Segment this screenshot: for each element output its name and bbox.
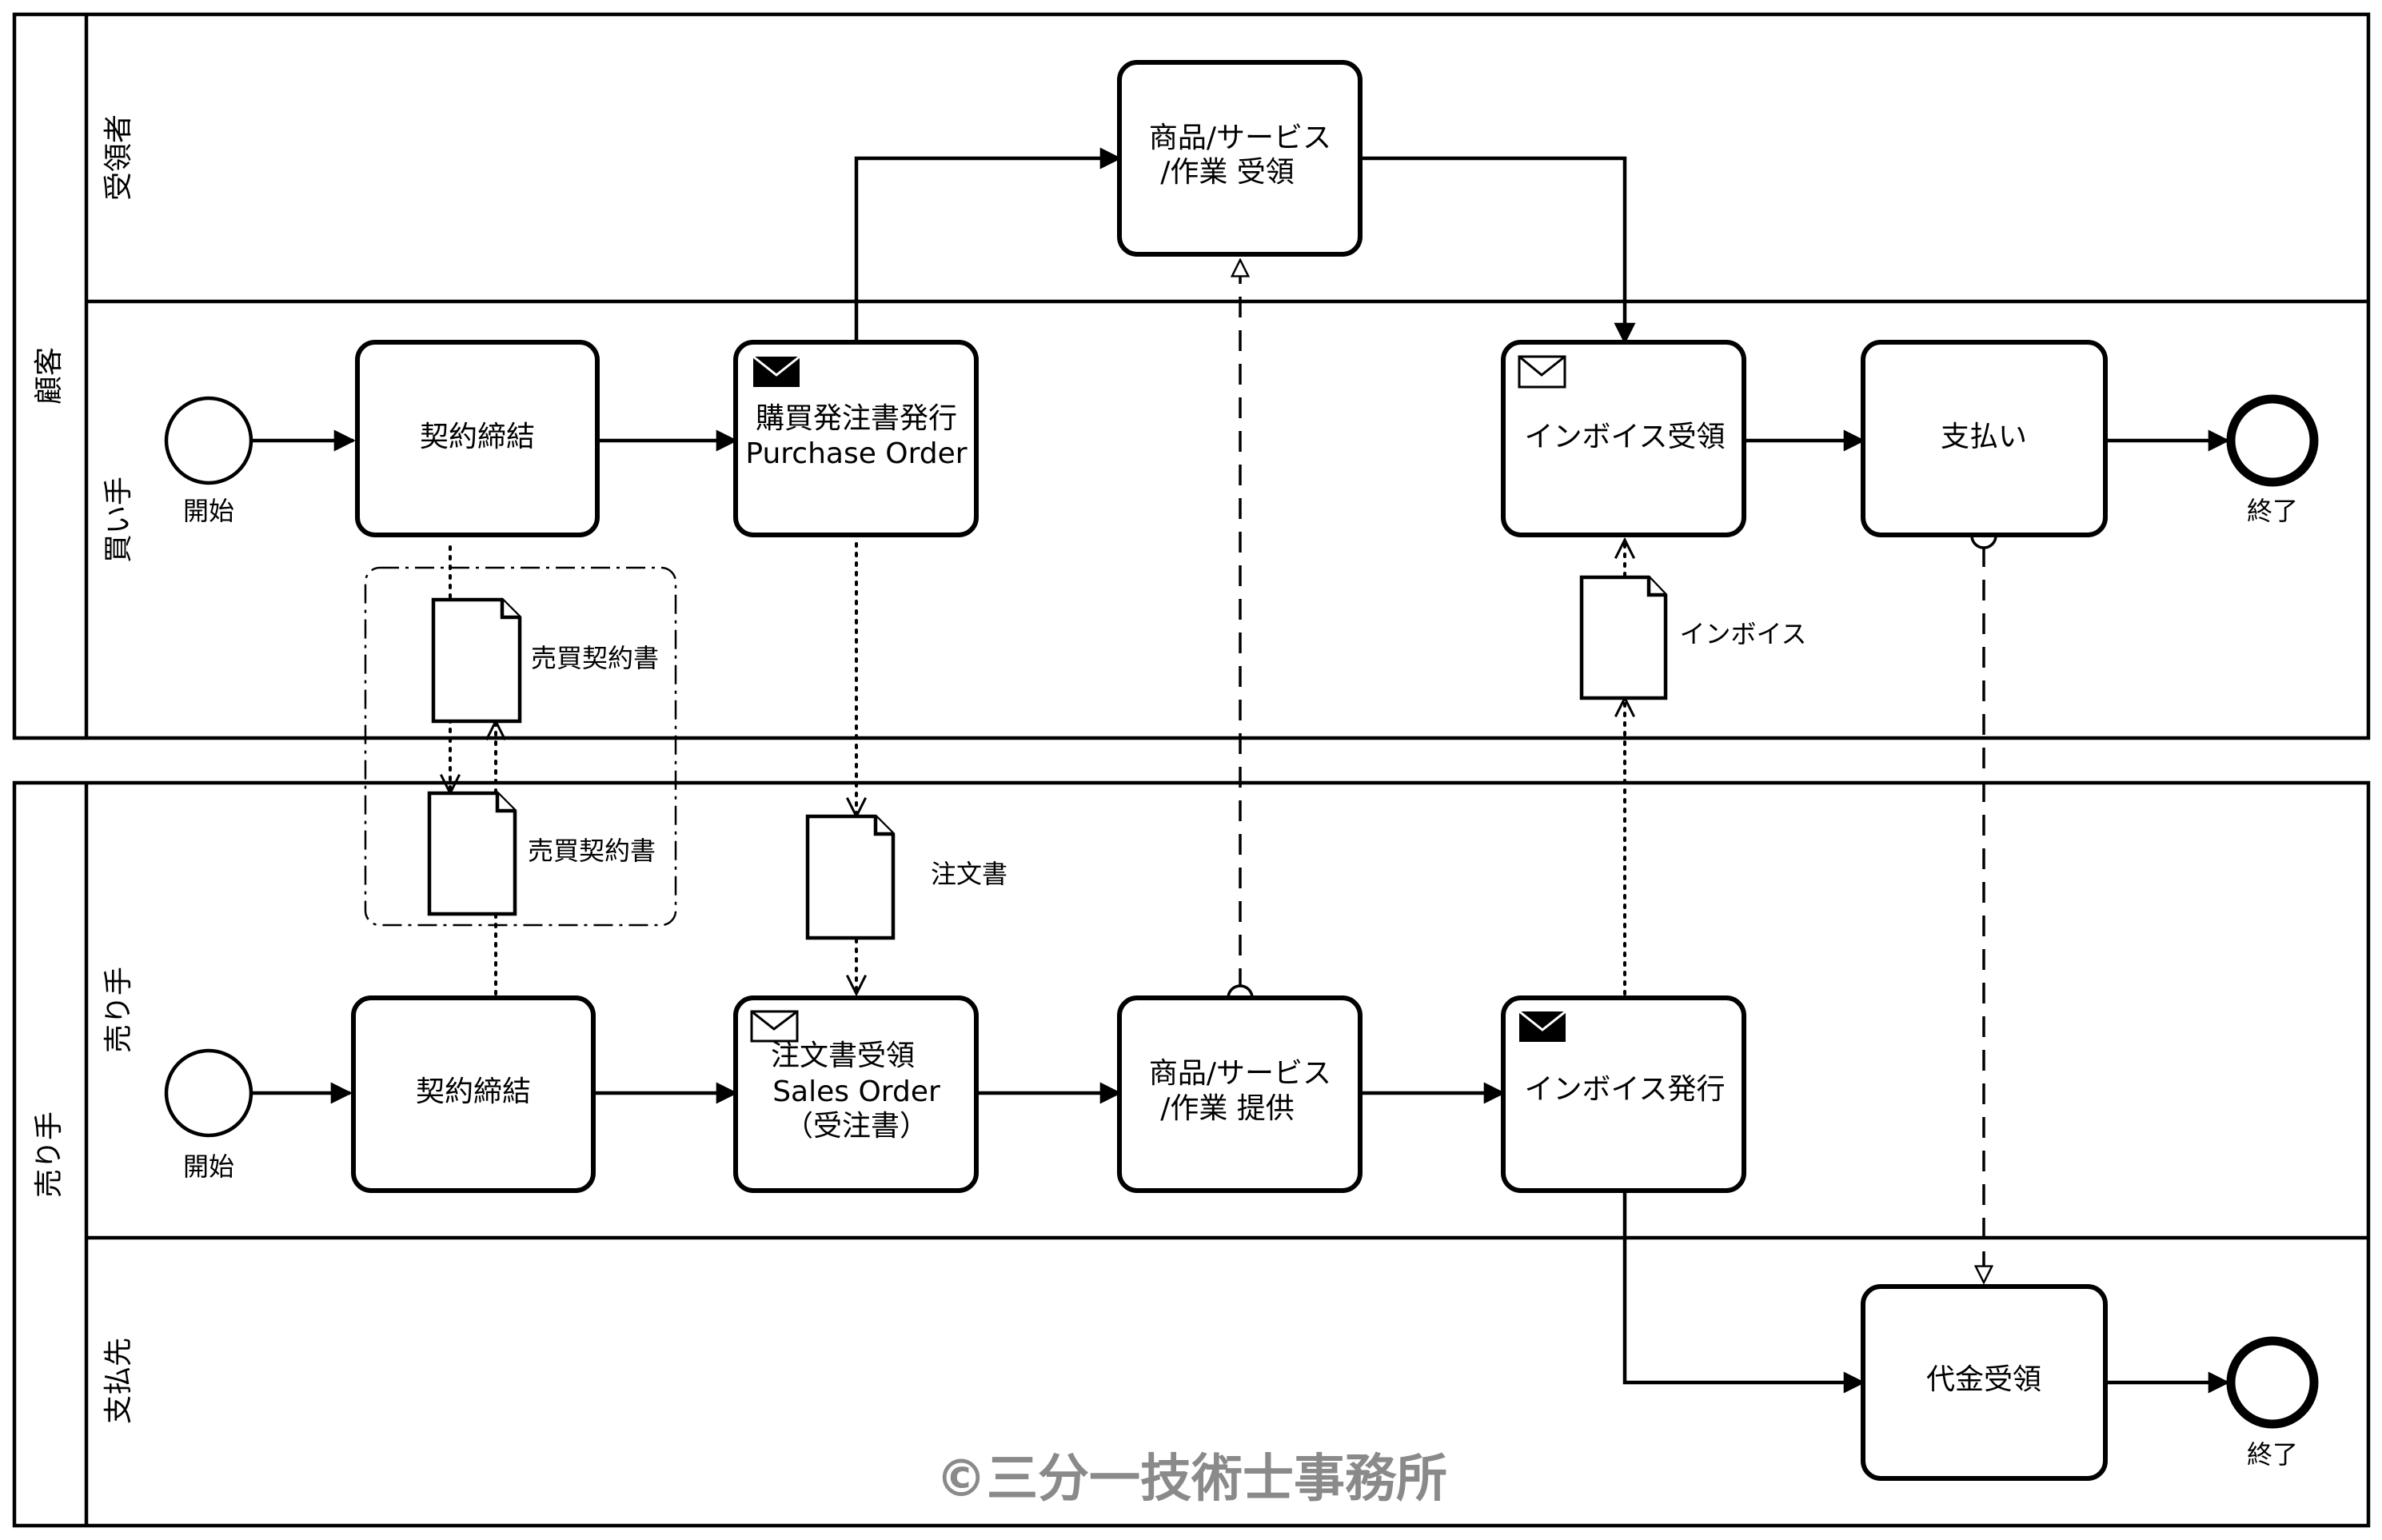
data-associations [450,540,1625,994]
task-label-line: 購買発注書発行 [756,402,957,435]
task-label-line: インボイス発行 [1525,1073,1726,1106]
sequence-flows [251,147,2230,1394]
pool-label-customer: 顧客 [33,347,66,405]
copyright-watermark: ©三分一技術士事務所 [936,1450,1447,1509]
lane-label-buyer: 買い手 [102,477,135,563]
doc-label: 注文書 [931,859,1007,889]
event-seller-start[interactable]: 開始 [164,1048,253,1182]
task-buyer-contract[interactable]: 契約締結 [355,340,600,537]
doc-label: 売買契約書 [531,643,659,673]
pool-label-seller: 売り手 [33,1111,66,1198]
task-label-line: 契約締結 [416,1075,531,1108]
task-invoice-receive[interactable]: インボイス受領 [1501,340,1746,537]
task-receive-goods[interactable]: 商品/サービス /作業 受領 [1117,60,1363,257]
task-label-line: インボイス受領 [1525,421,1726,453]
task-label-line: 注文書受領 [771,1039,915,1072]
doc-label: インボイス [1679,619,1806,649]
contract-group [364,566,677,927]
task-sales-order[interactable]: 注文書受領 Sales Order （受注書） [733,995,979,1193]
task-invoice-issue[interactable]: インボイス発行 [1501,995,1746,1193]
task-label-line: /作業 受領 [1160,156,1295,189]
envelope-outline-icon [750,1010,799,1043]
lane-label-payee: 支払先 [102,1338,135,1424]
event-buyer-start[interactable]: 開始 [164,396,253,526]
task-seller-contract[interactable]: 契約締結 [351,995,596,1193]
pool-customer: 顧客 受領者 買い手 [12,12,2371,740]
doc-contract-seller[interactable]: 売買契約書 [427,791,656,916]
envelope-filled-icon [1518,1010,1566,1042]
pool-seller: 売り手 売り手 支払先 [12,780,2371,1528]
task-label-line: 代金受領 [1926,1363,2041,1396]
task-label-line: 支払い [1941,421,2027,453]
event-label: 終了 [2247,496,2298,526]
task-label-line: 契約締結 [420,421,535,453]
lane-label-receiver: 受領者 [102,114,135,201]
task-label-line: Sales Order [772,1075,940,1108]
envelope-filled-icon [752,355,800,387]
doc-label: 売買契約書 [528,836,656,866]
event-label: 終了 [2247,1439,2298,1470]
event-label: 開始 [183,496,234,526]
doc-invoice[interactable]: インボイス [1579,575,1807,700]
event-payee-end[interactable]: 終了 [2226,1336,2319,1470]
event-label: 開始 [183,1151,234,1182]
task-payment[interactable]: 支払い [1861,340,2108,537]
task-payment-receive[interactable]: 代金受領 [1861,1284,2108,1481]
task-label-line: 商品/サービス [1149,1057,1331,1090]
task-provide-goods[interactable]: 商品/サービス /作業 提供 [1117,995,1363,1193]
event-buyer-end[interactable]: 終了 [2226,394,2319,526]
task-label-line: /作業 提供 [1160,1092,1295,1125]
doc-order[interactable]: 注文書 [805,814,1007,940]
doc-contract-buyer[interactable]: 売買契約書 [431,597,659,724]
task-label-line: Purchase Order [745,437,967,470]
envelope-outline-icon [1518,355,1566,389]
task-label-line: （受注書） [784,1110,928,1143]
task-purchase-order[interactable]: 購買発注書発行 Purchase Order [733,340,979,537]
task-label-line: 商品/サービス [1149,122,1331,154]
lane-label-sell: 売り手 [102,967,135,1053]
